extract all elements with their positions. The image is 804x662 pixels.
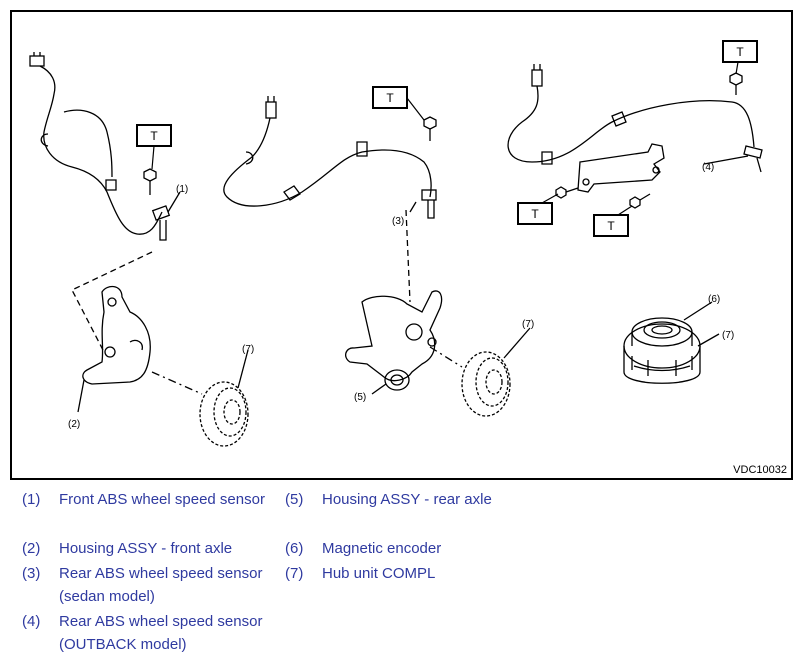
torque-marker-1: T: [136, 124, 172, 170]
legend-text-continued: (OUTBACK model): [59, 636, 187, 653]
rear-sensor-bolt-outback: [729, 72, 743, 95]
callout-7-hub: (7): [722, 330, 734, 341]
diagram-figure: T T T T T (1) (2) (3) (4) (5) (6): [10, 10, 793, 480]
legend-text: Rear ABS wheel speed sensor: [59, 613, 263, 630]
front-sensor-bolt: [143, 168, 157, 195]
svg-text:T: T: [531, 207, 539, 221]
legend-text: Front ABS wheel speed sensor: [59, 491, 265, 508]
callout-3: (3): [392, 216, 404, 227]
callout-6: (6): [708, 294, 720, 305]
svg-text:T: T: [150, 129, 158, 143]
torque-marker-2: T: [372, 86, 425, 121]
rear-axle-housing: [344, 290, 443, 391]
legend-text: Housing ASSY - front axle: [59, 540, 233, 557]
legend-number: (4): [22, 613, 41, 630]
legend-number: (2): [22, 540, 41, 557]
callout-2: (2): [68, 419, 80, 430]
front-hub-unit: [199, 381, 249, 447]
legend-text: Hub unit COMPL: [322, 565, 436, 582]
legend-number: (7): [285, 565, 304, 582]
rear-hub-unit-sedan: [461, 351, 511, 417]
legend-number: (3): [22, 565, 41, 582]
callout-5: (5): [354, 392, 366, 403]
legend-number: (1): [22, 491, 41, 508]
torque-marker-5: T: [593, 205, 633, 237]
rear-sensor-bolt-sedan: [423, 116, 437, 141]
svg-text:T: T: [736, 45, 744, 59]
callout-1: (1): [176, 184, 188, 195]
callout-7-rear: (7): [522, 319, 534, 330]
torque-marker-3: T: [722, 40, 758, 75]
legend-text-continued: (sedan model): [59, 588, 155, 605]
svg-text:T: T: [386, 91, 394, 105]
front-axle-housing: [82, 285, 151, 385]
figure-id-label: VDC10032: [733, 464, 787, 476]
magnetic-encoder: [643, 321, 681, 339]
bracket-bolt-right: [629, 193, 651, 209]
rear-sensor-harness-outback: [507, 64, 763, 173]
legend-number: (5): [285, 491, 304, 508]
sensor-bracket-outback: [577, 143, 665, 193]
legend-text: Magnetic encoder: [322, 540, 442, 557]
exploded-view-drawing: T T T T T (1) (2) (3) (4) (5) (6): [29, 40, 763, 447]
callout-7-front: (7): [242, 344, 254, 355]
legend-number: (6): [285, 540, 304, 557]
front-abs-sensor-harness: [29, 52, 171, 241]
callout-4: (4): [702, 162, 714, 173]
torque-marker-4: T: [517, 193, 559, 225]
bracket-bolt-left: [555, 186, 579, 199]
rear-sensor-harness-sedan: [223, 96, 437, 219]
legend-text: Housing ASSY - rear axle: [322, 491, 492, 508]
legend-text: Rear ABS wheel speed sensor: [59, 565, 263, 582]
svg-text:T: T: [607, 219, 615, 233]
hub-unit-compl: [623, 317, 701, 384]
